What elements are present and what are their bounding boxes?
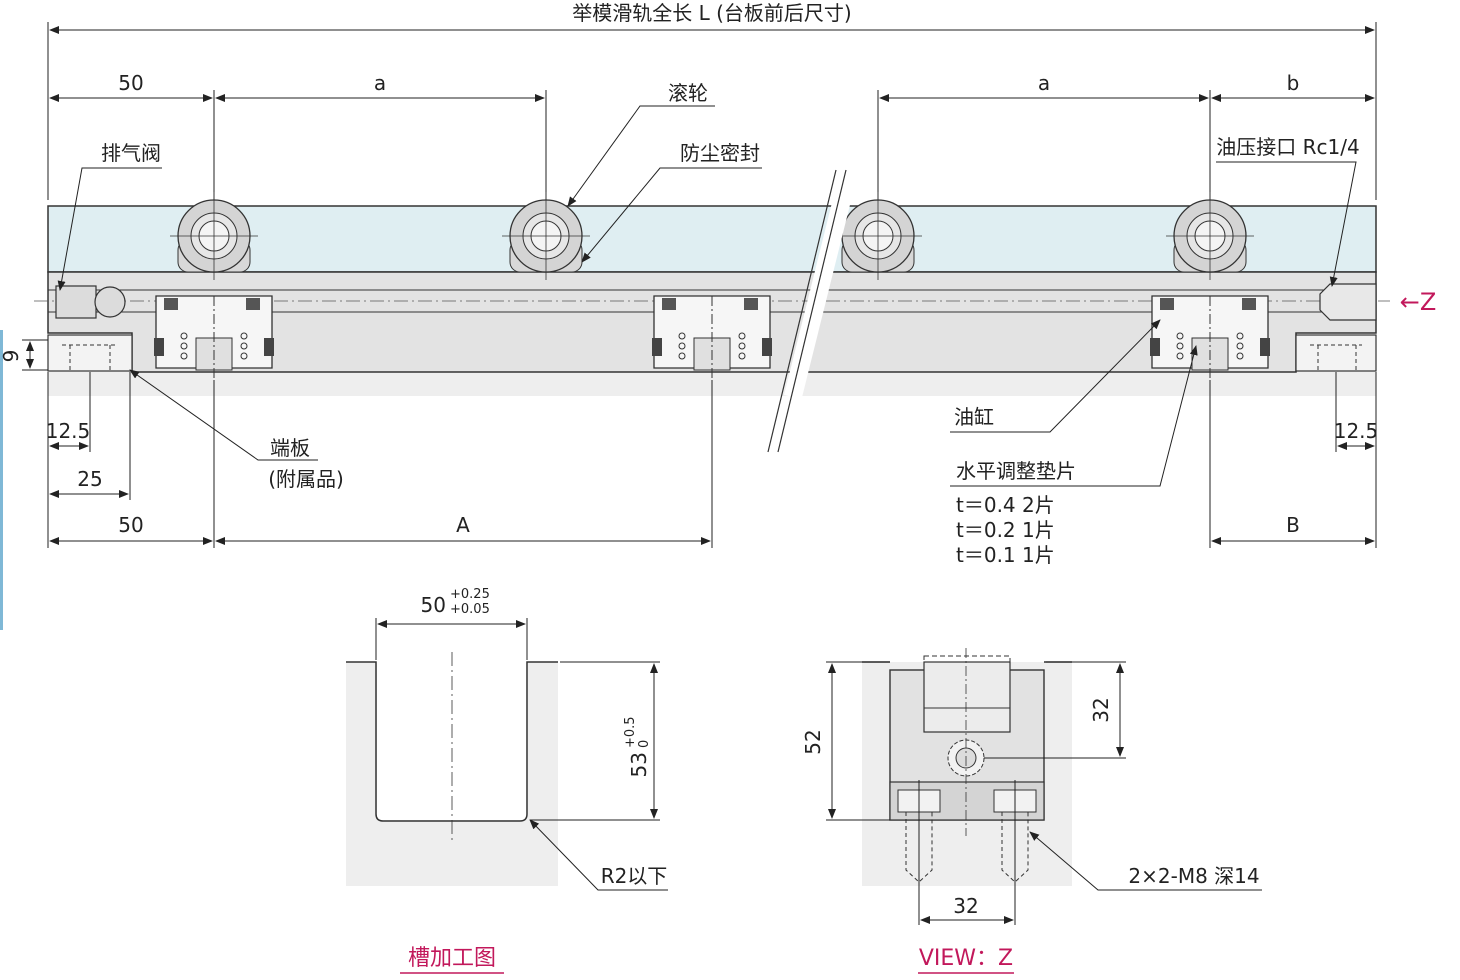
label-vent-valve: 排气阀	[101, 141, 161, 165]
dim-b-right: b	[1287, 71, 1300, 95]
roller-3	[834, 192, 922, 280]
label-end-plate: 端板	[270, 436, 310, 460]
view-z-drawing: 52 32 32 2×2-M8 深14 VIEW：Z	[801, 648, 1262, 974]
roller-2	[502, 192, 590, 280]
label-shim: 水平调整垫片	[956, 459, 1076, 483]
roller-group	[170, 192, 1254, 280]
view-dim-52: 52	[801, 729, 825, 754]
cylinder-group	[154, 295, 1270, 380]
slot-depth-tol-upper: +0.5	[623, 716, 638, 748]
label-shim-1: t＝0.4 2片	[956, 493, 1055, 517]
dim-9: 9	[0, 350, 23, 363]
dim-50-top: 50	[118, 71, 143, 95]
dim-12-5-right: 12.5	[1334, 419, 1379, 443]
dim-B: B	[1286, 513, 1300, 537]
right-labels: 油缸 水平调整垫片 t＝0.4 2片 t＝0.2 1片 t＝0.1 1片 12.…	[950, 319, 1379, 567]
label-roller: 滚轮	[668, 81, 708, 105]
break-lines	[767, 169, 850, 453]
dim-a-left: a	[374, 71, 386, 95]
end-plate-label: 端板 (附属品)	[129, 369, 344, 491]
roller-1	[170, 192, 258, 280]
dim-A: A	[456, 513, 470, 537]
dim-12-5-left: 12.5	[46, 419, 91, 443]
dim-50-bottom: 50	[118, 513, 143, 537]
label-accessory: (附属品)	[268, 467, 344, 491]
dim-a-right: a	[1038, 71, 1050, 95]
caption-slot: 槽加工图	[408, 946, 496, 971]
dim-25: 25	[77, 467, 102, 491]
left-accent-bar	[0, 330, 3, 630]
bottom-dimensions: 50 A B	[47, 372, 1377, 548]
label-dust-seal: 防尘密封	[680, 141, 760, 165]
overall-length-label: 举模滑轨全长 L (台板前后尺寸)	[572, 1, 851, 25]
z-arrow-label: ←Z	[1400, 288, 1437, 316]
top-labels: 滚轮 防尘密封 排气阀 油压接口 Rc1/4 ←Z	[57, 81, 1437, 316]
left-dimensions: 9 12.5 25	[0, 339, 131, 500]
slot-depth-tol-lower: 0	[637, 740, 652, 748]
label-r2: R2以下	[601, 864, 668, 888]
label-shim-3: t＝0.1 1片	[956, 543, 1055, 567]
cylinder-left	[154, 295, 274, 380]
cylinder-middle	[652, 295, 772, 380]
view-dim-32-vertical: 32	[1089, 697, 1113, 722]
slot-width-tol-upper: +0.25	[450, 587, 490, 602]
label-oil-port: 油压接口 Rc1/4	[1216, 135, 1359, 159]
view-dim-32-horizontal: 32	[953, 894, 978, 918]
top-dimensions: 举模滑轨全长 L (台板前后尺寸) 50 a a b	[47, 1, 1377, 200]
caption-view-z: VIEW：Z	[919, 946, 1013, 971]
roller-4	[1166, 192, 1254, 280]
label-cylinder: 油缸	[954, 405, 994, 429]
slot-drawing: 50 +0.25 +0.05 53 +0.5 0 R2以下 槽加工图	[346, 587, 668, 974]
label-shim-2: t＝0.2 1片	[956, 518, 1055, 542]
slot-width: 50	[421, 593, 446, 617]
slot-width-tol-lower: +0.05	[450, 602, 490, 617]
label-thread: 2×2-M8 深14	[1128, 864, 1259, 888]
cylinder-right	[1150, 295, 1270, 380]
slot-depth: 53	[627, 752, 651, 777]
